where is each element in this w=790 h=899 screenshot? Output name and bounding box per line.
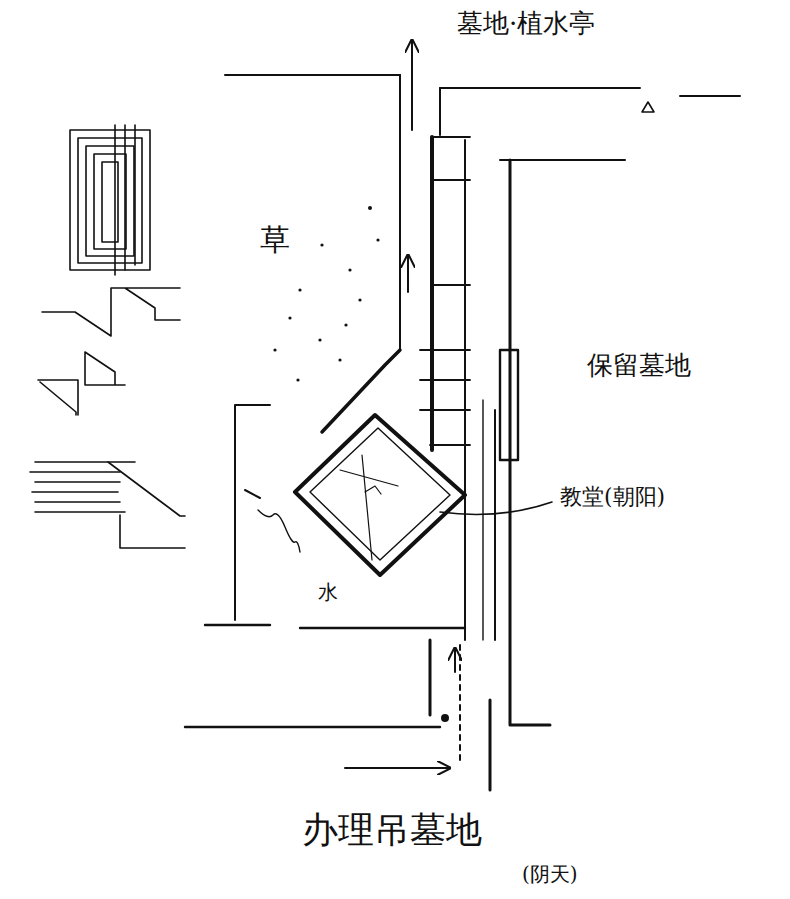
study-sketches: [30, 125, 185, 548]
plan-label: 办理吊墓地: [300, 808, 484, 851]
movement-arrows: [408, 40, 455, 672]
plan-label: 草: [258, 222, 292, 258]
plan-label: 水: [316, 580, 340, 604]
leader-line: [440, 502, 552, 514]
water-court: [205, 405, 465, 628]
plan-label: 墓地·植水亭: [455, 8, 597, 39]
plan-label: 保留墓地: [585, 350, 693, 381]
entrance: [185, 640, 490, 790]
plan-label: (阴天): [520, 862, 580, 886]
plan-label: 教堂(朝阳): [558, 484, 667, 510]
church-diamond: [295, 350, 465, 575]
